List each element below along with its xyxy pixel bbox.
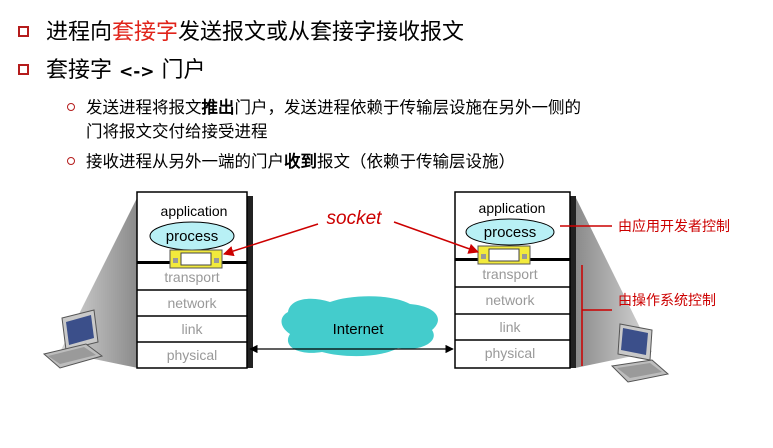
socket-pointer-left [222,223,319,257]
right-computer-icon [610,323,670,383]
sub-bullet-line-1b: 门将报文交付给接受进程 [86,122,268,141]
app-control-annotation: 由应用开发者控制 [618,218,730,235]
bullet-2-post: 门户 [154,58,206,83]
sub-bullet-line-2: 接收进程从另外一端的门户收到报文（依赖于传输层设施） [86,148,515,172]
right-stack [454,191,576,369]
left-computer-icon [42,309,104,369]
left-link-label: link [181,321,203,337]
sub-1-bold: 推出 [201,98,235,117]
left-process-label: process [166,228,219,245]
sub-1-pre: 发送进程将报文 [86,98,202,117]
left-physical-label: physical [167,347,218,363]
internet-cloud [281,296,438,357]
bullet-line-2: 套接字 <-> 门户 [46,52,206,84]
left-transport-label: transport [164,269,219,285]
left-network-label: network [167,295,217,311]
sub-1-post: 门户，发送进程依赖于传输层设施在另外一侧的 [234,98,582,117]
right-application-label: application [479,200,546,216]
sub-2-post: 报文（依赖于传输层设施） [317,152,515,171]
os-control-annotation: 由操作系统控制 [618,293,716,309]
internet-label: Internet [333,321,385,338]
sub-bullet-circle [67,157,75,165]
right-socket [477,245,531,265]
right-host-shadow [575,196,652,368]
socket-label: socket [327,208,383,229]
bullet-square [18,64,29,75]
right-process-label: process [484,224,537,241]
right-physical-label: physical [485,345,536,361]
bullet-2-pre: 套接字 [46,58,119,83]
bullet-1-post: 发送报文或从套接字接收报文 [178,20,465,45]
sub-2-bold: 收到 [284,152,317,171]
socket-pointer-right [393,221,479,254]
right-transport-label: transport [482,266,537,282]
right-network-label: network [485,292,535,308]
sub-bullet-circle [67,103,75,111]
bullet-1-highlight: 套接字 [112,20,179,45]
left-application-label: application [161,203,228,219]
bullet-1-pre: 进程向 [46,20,113,45]
sub-2-pre: 接收进程从另外一端的门户 [86,152,284,171]
left-socket [169,249,223,269]
left-stack [136,191,253,369]
right-link-label: link [499,319,521,335]
bullet-line-1: 进程向套接字发送报文或从套接字接收报文 [46,14,464,46]
bullet-2-arrow: <-> [119,62,155,82]
sub-bullet-line-1: 发送进程将报文推出门户，发送进程依赖于传输层设施在另外一侧的 [86,94,581,118]
bullet-square [18,26,29,37]
